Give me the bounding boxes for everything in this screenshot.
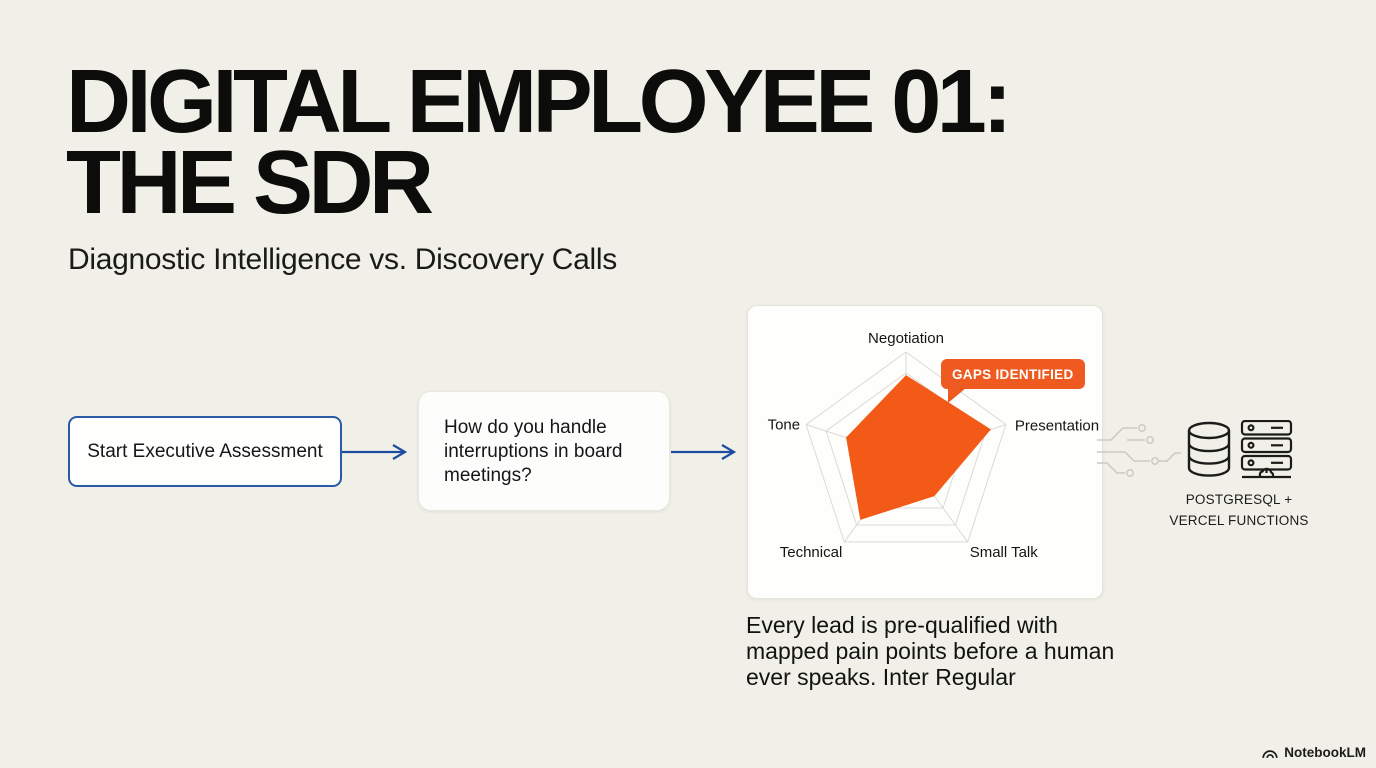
stack-label-line-1: POSTGRESQL +	[1185, 492, 1293, 507]
svg-text:Technical: Technical	[780, 544, 843, 561]
caption-line-2: mapped pain points before a human	[746, 638, 1115, 664]
gaps-identified-label: GAPS IDENTIFIED	[952, 366, 1074, 382]
question-line-1: How do you handle	[444, 417, 607, 438]
page-title: DIGITAL EMPLOYEE 01: THE SDR	[66, 52, 1012, 233]
caption-line-1: Every lead is pre-qualified with	[746, 612, 1058, 638]
question-line-3: meetings?	[444, 465, 532, 486]
server-stack-icon	[1240, 420, 1293, 479]
database-cylinder-icon	[1187, 421, 1231, 477]
svg-text:Presentation: Presentation	[1015, 418, 1099, 435]
svg-text:Small Talk: Small Talk	[970, 544, 1039, 561]
start-assessment-label: Start Executive Assessment	[87, 440, 323, 462]
stack-label-line-2: VERCEL FUNCTIONS	[1169, 513, 1309, 528]
page-subtitle: Diagnostic Intelligence vs. Discovery Ca…	[68, 243, 617, 276]
circuit-traces-icon	[1097, 424, 1181, 477]
caption-line-3: ever speaks. Inter Regular	[746, 664, 1016, 690]
title-line-2: THE SDR	[66, 133, 434, 233]
start-assessment-button[interactable]: Start Executive Assessment	[68, 416, 342, 487]
question-card: How do you handle interruptions in board…	[418, 391, 670, 511]
flow-arrow-icon	[342, 444, 408, 460]
notebooklm-logo-icon	[1262, 750, 1278, 759]
brand-footer: NotebookLM	[1261, 745, 1366, 760]
title-line-1: DIGITAL EMPLOYEE 01:	[66, 52, 1012, 152]
gaps-identified-badge: GAPS IDENTIFIED	[941, 359, 1085, 403]
flow-arrow-icon	[671, 444, 737, 460]
brand-name: NotebookLM	[1284, 745, 1366, 760]
svg-text:Tone: Tone	[768, 417, 801, 434]
stack-label: POSTGRESQL + VERCEL FUNCTIONS	[1164, 489, 1314, 531]
svg-text:Negotiation: Negotiation	[868, 330, 944, 347]
question-line-2: interruptions in board	[444, 441, 623, 462]
caption-text: Every lead is pre-qualified with mapped …	[746, 612, 1114, 690]
